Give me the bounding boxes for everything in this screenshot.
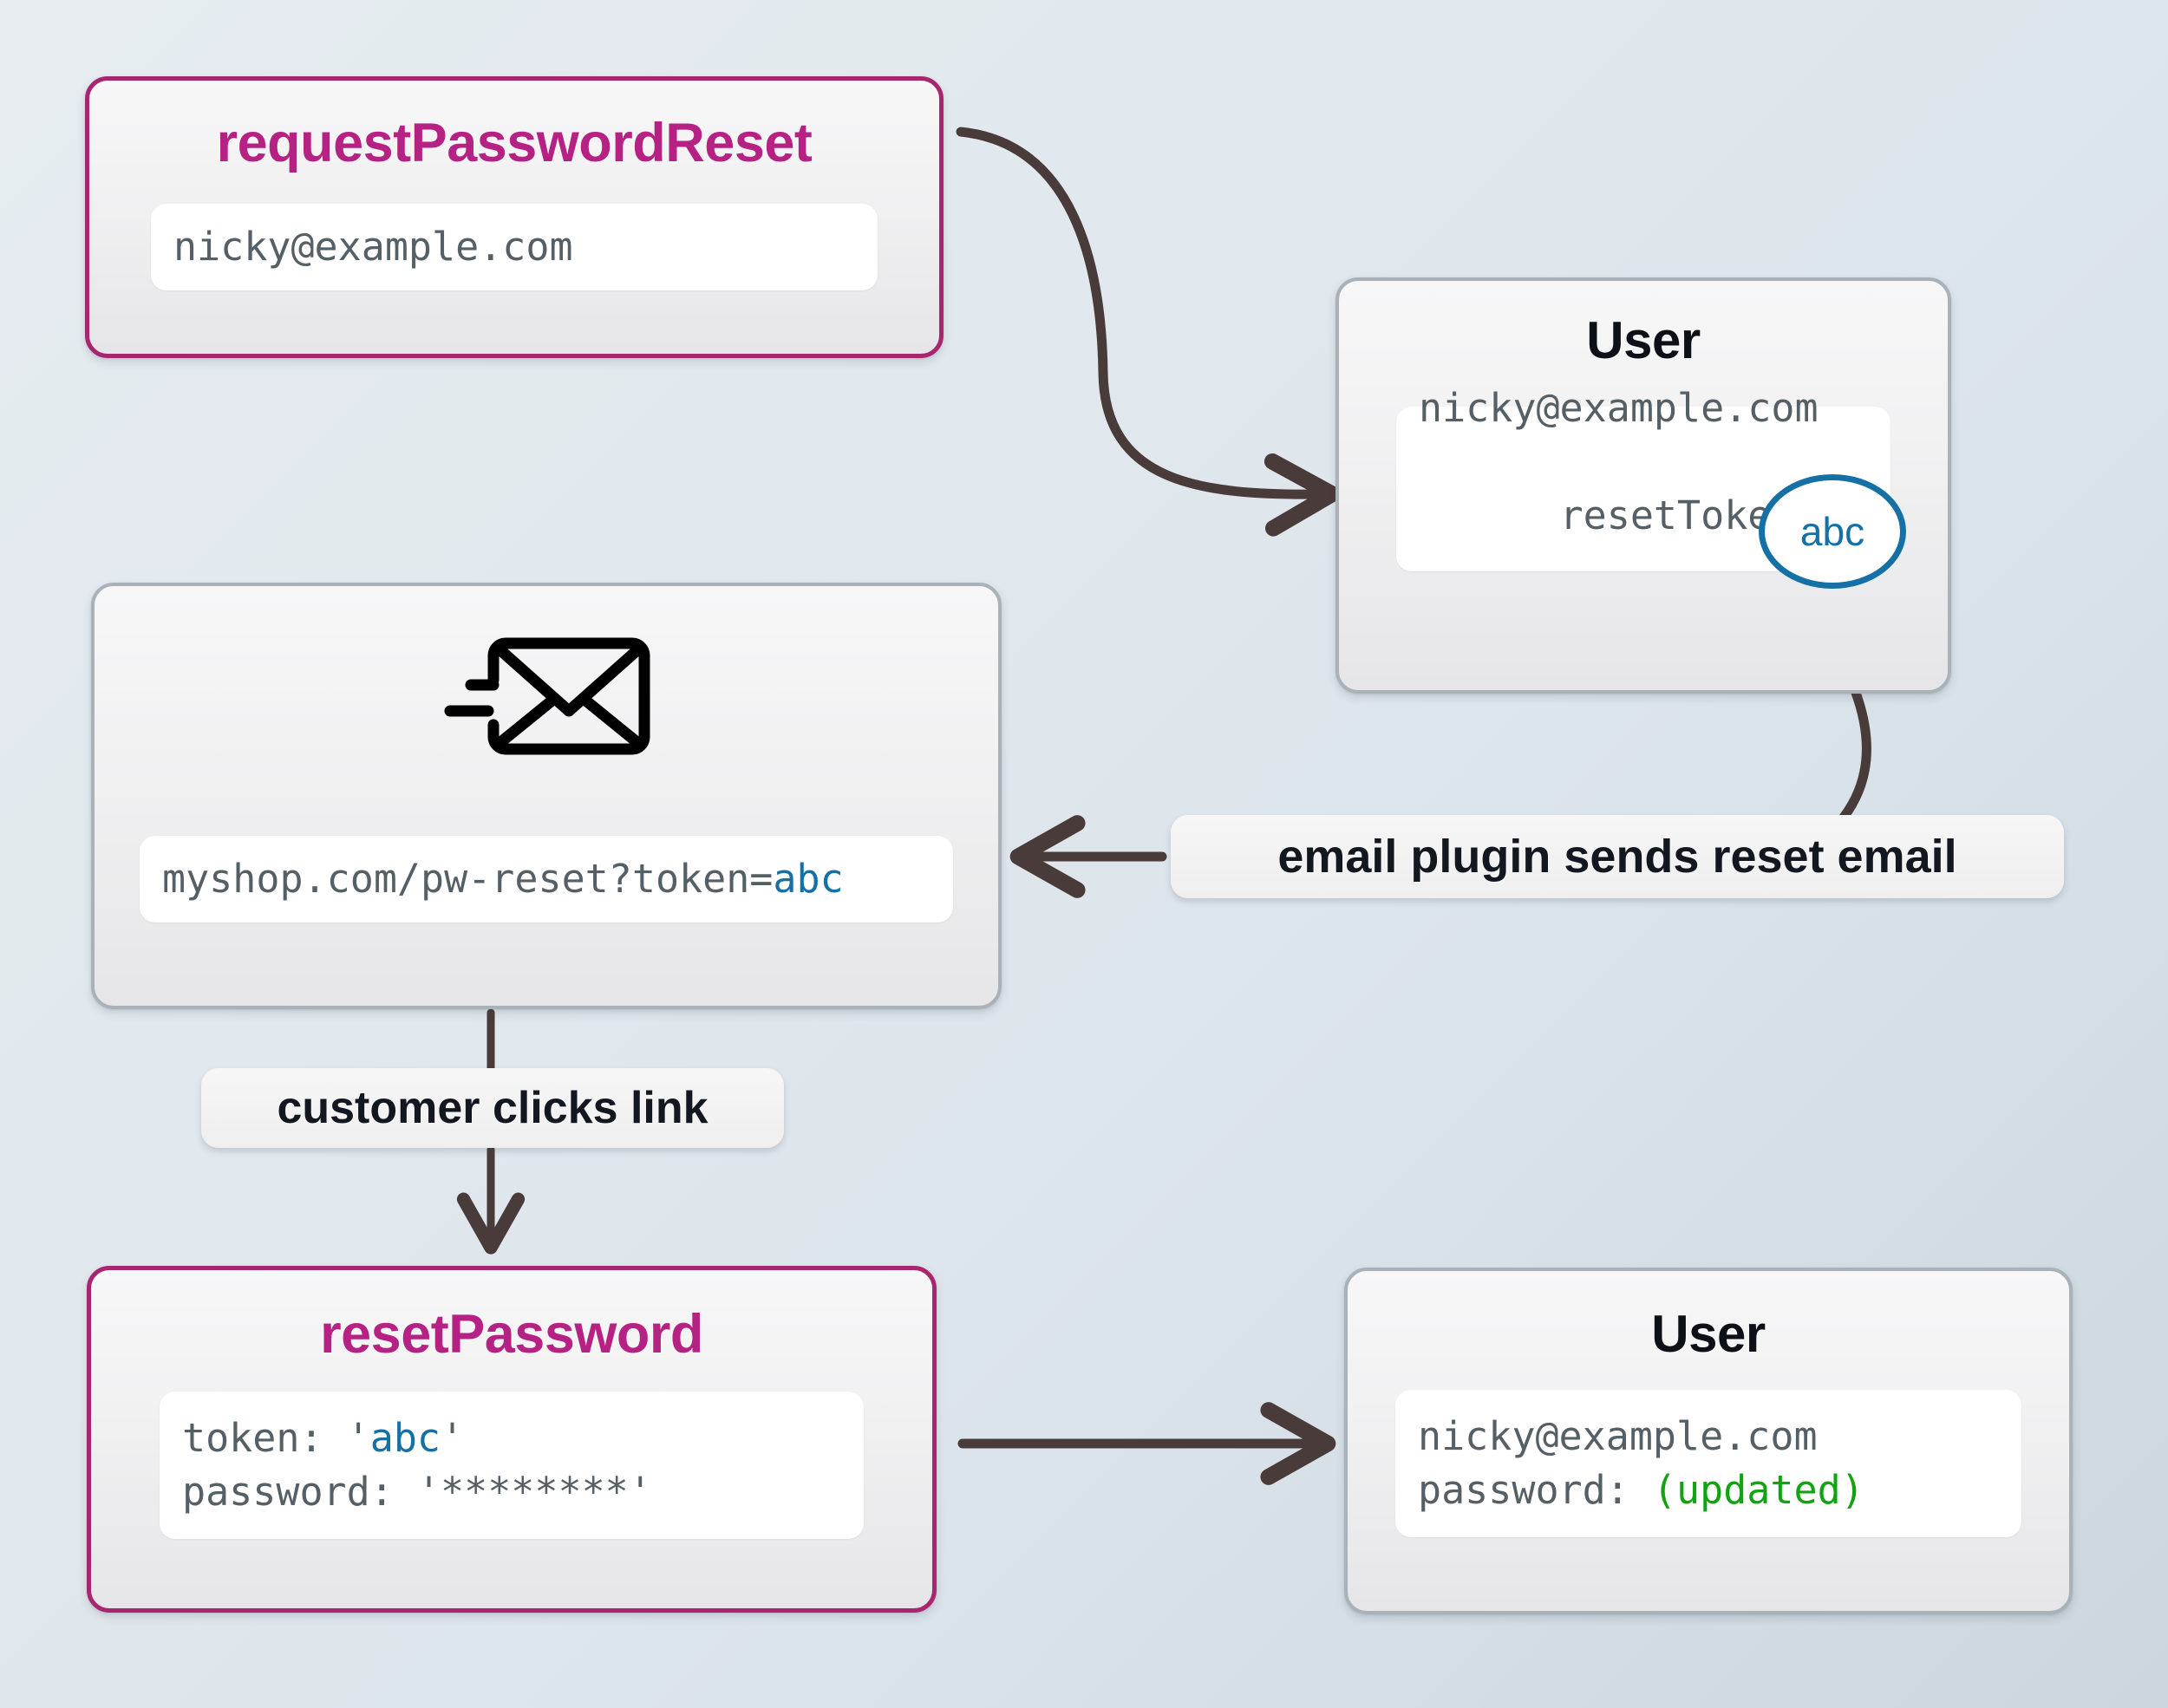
user-bottom-password-label: password: — [1418, 1467, 1653, 1513]
reset-password-fields: token: 'abc' password: '********' — [160, 1392, 864, 1539]
reset-token-highlight-circle: abc — [1759, 474, 1906, 589]
user-top-email: nicky@example.com — [1419, 384, 1819, 431]
node-user-top[interactable]: User nicky@example.com resetToken: abc — [1335, 277, 1951, 694]
reset-token-close-quote: ' — [441, 1414, 465, 1461]
reset-token-row: token: 'abc' — [182, 1411, 841, 1465]
reset-password-label: password: — [182, 1469, 417, 1515]
node-request-password-reset[interactable]: requestPasswordReset nicky@example.com — [85, 76, 944, 358]
user-bottom-password-row: password: (updated) — [1418, 1464, 1999, 1517]
node-title-user-bottom: User — [1651, 1305, 1766, 1363]
reset-token-open-quote: ' — [346, 1414, 370, 1461]
node-email-card[interactable]: myshop.com/pw-reset?token=abc — [91, 583, 1002, 1009]
reset-password-row: password: '********' — [182, 1465, 841, 1519]
user-bottom-fields: nicky@example.com password: (updated) — [1395, 1390, 2021, 1537]
node-title-user-top: User — [1586, 311, 1701, 369]
node-reset-password[interactable]: resetPassword token: 'abc' password: '**… — [87, 1266, 937, 1613]
email-link-token: abc — [773, 855, 844, 902]
node-user-bottom[interactable]: User nicky@example.com password: (update… — [1344, 1268, 2073, 1614]
reset-password-value: '********' — [416, 1469, 652, 1515]
user-top-fields: nicky@example.com resetToken: abc — [1396, 385, 1906, 589]
node-title-reset-password: resetPassword — [320, 1304, 703, 1365]
request-email-value: nicky@example.com — [173, 223, 573, 270]
reset-token-value: abc — [369, 1414, 441, 1461]
reset-token-value: abc — [1799, 509, 1865, 554]
envelope-send-icon — [438, 631, 655, 761]
user-bottom-password-value: (updated) — [1652, 1467, 1864, 1513]
email-link-value: myshop.com/pw-reset?token=abc — [162, 852, 931, 906]
edge-request-to-user — [956, 127, 1341, 537]
request-email-field: nicky@example.com — [151, 204, 878, 290]
reset-token-label: token: — [182, 1414, 347, 1461]
node-title-request-password-reset: requestPasswordReset — [216, 113, 813, 173]
edge-label-customer-clicks-link: customer clicks link — [201, 1068, 784, 1148]
user-bottom-email: nicky@example.com — [1418, 1412, 1818, 1459]
email-link-prefix: myshop.com/pw-reset?token= — [162, 855, 774, 902]
email-link-field: myshop.com/pw-reset?token=abc — [140, 836, 953, 922]
edge-label-email-plugin: email plugin sends reset email — [1171, 815, 2064, 898]
